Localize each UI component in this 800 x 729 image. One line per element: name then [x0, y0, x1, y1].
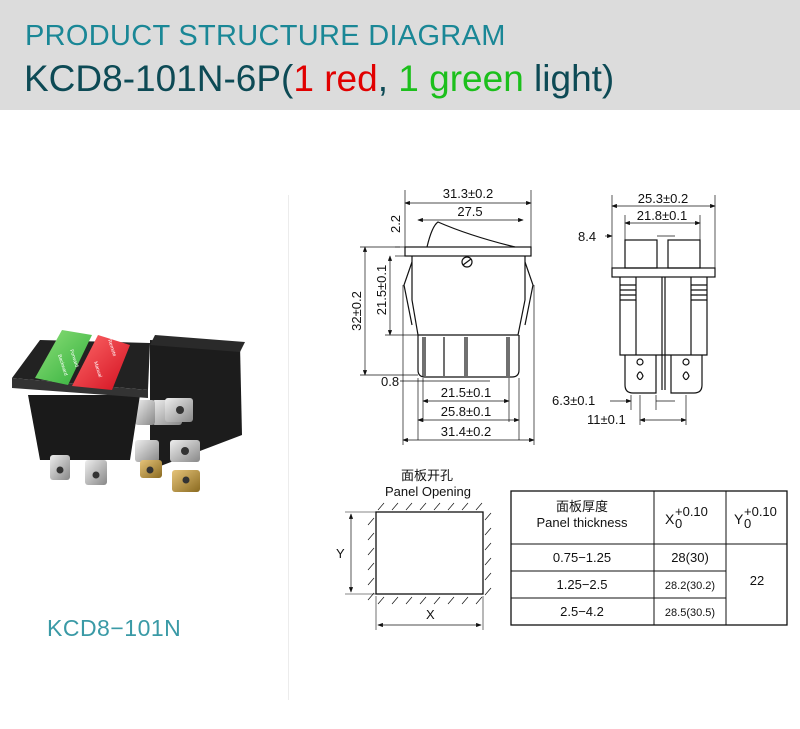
dim-pin-spacing: 21.5±0.1: [441, 385, 492, 400]
dim-side-inner: 21.8±0.1: [637, 208, 688, 223]
dim-side-overall: 25.3±0.2: [638, 191, 689, 206]
model-name: KCD8-101N-6P(: [24, 58, 294, 99]
dim-pin-thickness: 0.8: [381, 374, 399, 389]
side-view-dimensions: [605, 195, 716, 425]
dim-body-height: 21.5±0.1: [374, 265, 389, 316]
panel-opening-labels: 面板开孔 Panel Opening Y X: [336, 468, 471, 622]
model-title: KCD8-101N-6P(1 red, 1 green light): [24, 58, 614, 100]
table-header-thickness-cn: 面板厚度: [556, 499, 608, 514]
panel-thickness-table: [510, 490, 788, 626]
panel-opening-title-en: Panel Opening: [385, 484, 471, 499]
model-tail: light): [523, 58, 615, 99]
table-row-1-x: 28(30): [671, 550, 709, 565]
front-view-dimensions: [360, 190, 535, 445]
dim-total-height: 32±0.2: [349, 291, 364, 331]
photo-caption: KCD8−101N: [47, 615, 182, 641]
panel-opening-drawing: [345, 502, 492, 630]
dim-overall-top: 31.3±0.2: [443, 186, 494, 201]
green-rocker-label-1: Forward: [68, 349, 79, 369]
dim-pin-outer: 25.8±0.1: [441, 404, 492, 419]
side-view-drawing: [611, 239, 716, 394]
dim-bottom-width: 31.4±0.2: [441, 424, 492, 439]
table-row-1-thickness: 0.75−1.25: [553, 550, 611, 565]
table-header-y-plus: +0.10: [744, 504, 777, 519]
table-header-y-zero: 0: [744, 516, 751, 531]
header-banner: PRODUCT STRUCTURE DIAGRAM KCD8-101N-6P(1…: [0, 0, 800, 110]
table-header-y: Y: [734, 511, 744, 527]
table-header-x-zero: 0: [675, 516, 682, 531]
table-header-x-plus: +0.10: [675, 504, 708, 519]
dim-rocker-height: 2.2: [388, 215, 403, 233]
comma: ,: [377, 58, 399, 99]
green-light-text: 1 green: [398, 58, 524, 99]
red-rocker-label-1: Remote: [106, 339, 117, 358]
table-header-thickness-en: Panel thickness: [536, 515, 628, 530]
front-view-labels: 31.3±0.2 27.5 2.2 32±0.2 21.5±0.1 0.8 21…: [349, 186, 493, 439]
divider: [288, 195, 289, 700]
table-y-value: 22: [750, 573, 764, 588]
red-rocker-label-2: Manual: [92, 361, 103, 378]
table-row-3-x: 28.5(30.5): [665, 607, 715, 619]
panel-opening-title-cn: 面板开孔: [401, 468, 453, 483]
front-view-drawing: [403, 221, 534, 378]
side-view-labels: 25.3±0.2 21.8±0.1 8.4 6.3±0.1 11±0.1: [552, 191, 688, 427]
red-light-text: 1 red: [293, 58, 378, 99]
table-row-2-x: 28.2(30.2): [665, 580, 715, 592]
table-text: 面板厚度 Panel thickness X +0.10 0 Y +0.10 0…: [536, 499, 776, 619]
dim-terminal-pitch: 11±0.1: [587, 412, 626, 427]
product-photo: Forward Backward Remote Manual: [12, 330, 245, 492]
table-row-2-thickness: 1.25−2.5: [557, 577, 608, 592]
page-title: PRODUCT STRUCTURE DIAGRAM: [25, 20, 506, 52]
table-header-x: X: [665, 511, 675, 527]
panel-y-label: Y: [336, 546, 345, 561]
dim-rocker-width: 27.5: [457, 204, 482, 219]
dim-side-offset: 8.4: [578, 229, 596, 244]
dim-terminal-width: 6.3±0.1: [552, 393, 595, 408]
table-row-3-thickness: 2.5−4.2: [560, 604, 604, 619]
panel-x-label: X: [426, 607, 435, 622]
